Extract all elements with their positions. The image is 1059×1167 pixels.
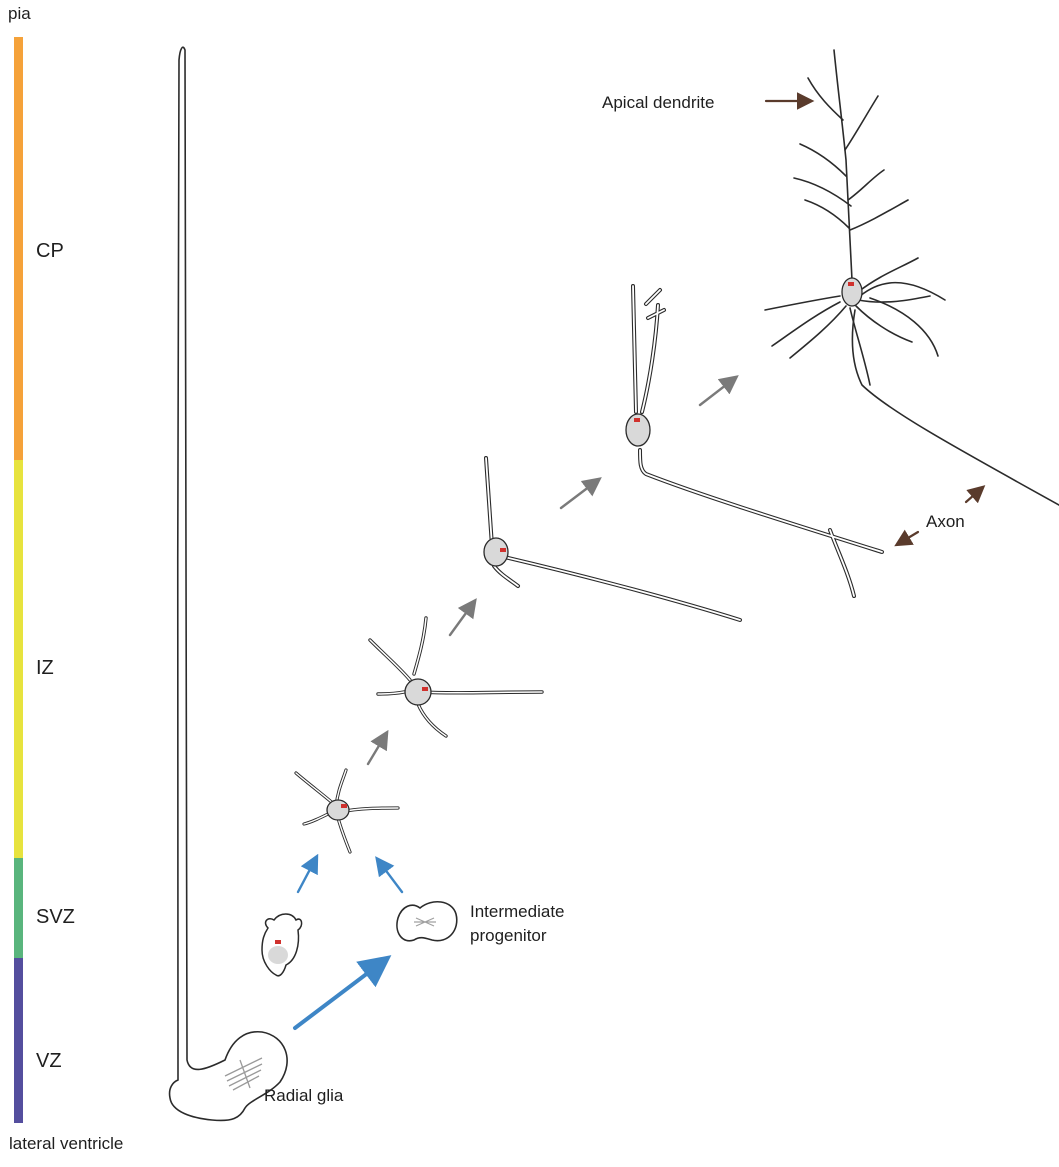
mitotic-spindle-icon: [224, 1057, 263, 1091]
zone-bar-iz: [14, 460, 23, 858]
arrow-intermediate-to-multipolar: [375, 856, 404, 894]
label-pia: pia: [8, 4, 31, 23]
label-radial-glia: Radial glia: [264, 1086, 344, 1105]
mitotic-spindle-icon: [414, 917, 436, 927]
radial-glia-cell: [168, 46, 288, 1122]
arrow-gray-3: [559, 477, 602, 510]
brown-arrows: [764, 92, 986, 547]
zone-bar-vz: [14, 958, 23, 1123]
label-axon: Axon: [926, 512, 965, 531]
arrow-axon-mature: [964, 485, 986, 504]
centrosome-icon: [500, 548, 506, 552]
label-intermediate-2: progenitor: [470, 926, 547, 945]
centrosome-icon: [422, 687, 428, 691]
zone-label-vz: VZ: [36, 1050, 62, 1072]
zone-label-iz: IZ: [36, 657, 54, 679]
bipolar-neuron: [483, 456, 742, 622]
zone-label-svz: SVZ: [36, 906, 75, 928]
intermediate-progenitor-cell: [396, 901, 458, 942]
label-intermediate-1: Intermediate: [470, 902, 565, 921]
zone-bar-svz: [14, 858, 23, 958]
zone-bar-cp: [14, 37, 23, 460]
arrow-to-intermediate: [293, 955, 392, 1030]
centrosome-icon: [341, 804, 347, 808]
arrow-gray-2: [448, 598, 477, 637]
young-neuron: [625, 284, 884, 598]
multipolar-cell-2: [368, 616, 544, 738]
arrow-gray-1: [366, 729, 389, 766]
blue-arrows: [293, 853, 404, 1030]
arrow-axon-young: [894, 529, 920, 547]
zone-label-cp: CP: [36, 240, 64, 262]
centrosome-icon: [275, 940, 281, 944]
arrow-gray-4: [698, 375, 739, 407]
multipolar-cell-1: [294, 768, 400, 854]
svz-cell: [261, 913, 303, 977]
gray-arrows: [366, 375, 739, 766]
centrosome-icon: [848, 282, 854, 286]
arrow-svz-to-multipolar: [296, 853, 319, 894]
label-lateral-ventricle: lateral ventricle: [9, 1134, 124, 1153]
zone-bar: [14, 37, 23, 1123]
label-apical-dendrite: Apical dendrite: [602, 93, 715, 112]
pyramidal-neuron: [764, 49, 1059, 506]
centrosome-icon: [634, 418, 640, 422]
